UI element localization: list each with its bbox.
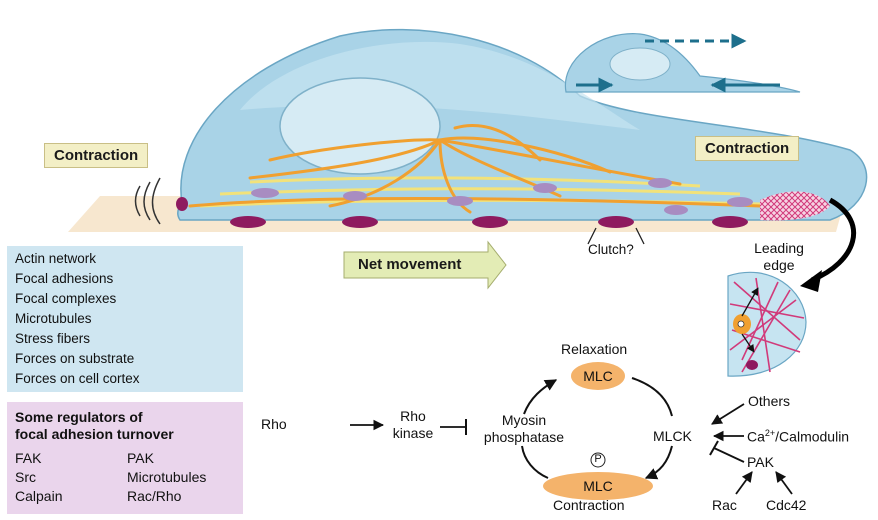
relaxation-label: Relaxation (561, 341, 628, 357)
contraction-pathway-label: Contraction (553, 497, 625, 513)
regulators-title: Some regulators of focal adhesion turnov… (15, 409, 174, 442)
mlc-bottom-shape (543, 472, 653, 500)
rac-arrow (735, 471, 753, 495)
legend-focal-adhesions: Focal adhesions (15, 271, 114, 286)
clutch-label: Clutch? (588, 242, 634, 257)
regulator-item: PAK (127, 450, 154, 466)
others-arrow (711, 403, 745, 425)
inset-nucleus (609, 47, 671, 81)
rho-label: Rho (261, 416, 287, 432)
legend-panel: Actin network Focal adhesions Focal comp… (7, 246, 243, 392)
regulator-item: Microtubules (127, 469, 207, 485)
focal-complexes (251, 178, 753, 215)
rac-label: Rac (712, 497, 737, 513)
regulator-item: Src (15, 469, 36, 485)
leading-edge-zoom (727, 271, 807, 377)
legend-forces-substrate: Forces on substrate (15, 351, 135, 366)
myosin-phosphatase-label: Myosin phosphatase (483, 412, 565, 445)
legend-actin-network: Actin network (15, 251, 97, 266)
regulator-item: Rac/Rho (127, 488, 182, 504)
mlc-bottom-label: MLC (583, 478, 613, 494)
clutch-bracket (587, 227, 645, 245)
net-movement-arrow (343, 240, 507, 290)
mlc-top-label: MLC (583, 368, 613, 384)
legend-stress-fibers: Stress fibers (15, 331, 91, 346)
cdc42-arrow (775, 471, 793, 495)
legend-focal-complexes: Focal complexes (15, 291, 117, 306)
focal-adhesions (176, 197, 748, 228)
contraction-left-label: Contraction (44, 143, 149, 168)
cdc42-label: Cdc42 (766, 497, 807, 513)
cycle-arrows (521, 377, 673, 480)
pak-inhibit (709, 440, 745, 463)
others-label: Others (748, 393, 791, 409)
regulator-item: FAK (15, 450, 42, 466)
pak-label: PAK (747, 454, 774, 470)
phospho-label: P (594, 453, 602, 465)
mlck-label: MLCK (653, 428, 692, 444)
calmodulin-label: Ca2+/Calmodulin (747, 428, 850, 445)
regulators-panel: Some regulators of focal adhesion turnov… (7, 402, 243, 514)
contraction-wiggles (134, 177, 161, 225)
legend-forces-cortex: Forces on cell cortex (15, 371, 140, 386)
regulator-item: Calpain (15, 488, 63, 504)
net-movement-label: Net movement (358, 256, 462, 273)
legend-microtubules: Microtubules (15, 311, 92, 326)
actin-network (760, 191, 830, 221)
phospho-circle (590, 452, 606, 468)
zoom-arrow (811, 197, 857, 283)
rho-kinase-label: Rho kinase (392, 408, 434, 441)
mlc-top-shape (571, 362, 625, 390)
microtubules (188, 124, 762, 214)
nucleus (279, 77, 441, 175)
rho-kinase-inhibit (440, 419, 467, 435)
contraction-right-label: Contraction (695, 136, 800, 161)
leading-edge-label: Leading edge (754, 240, 804, 273)
